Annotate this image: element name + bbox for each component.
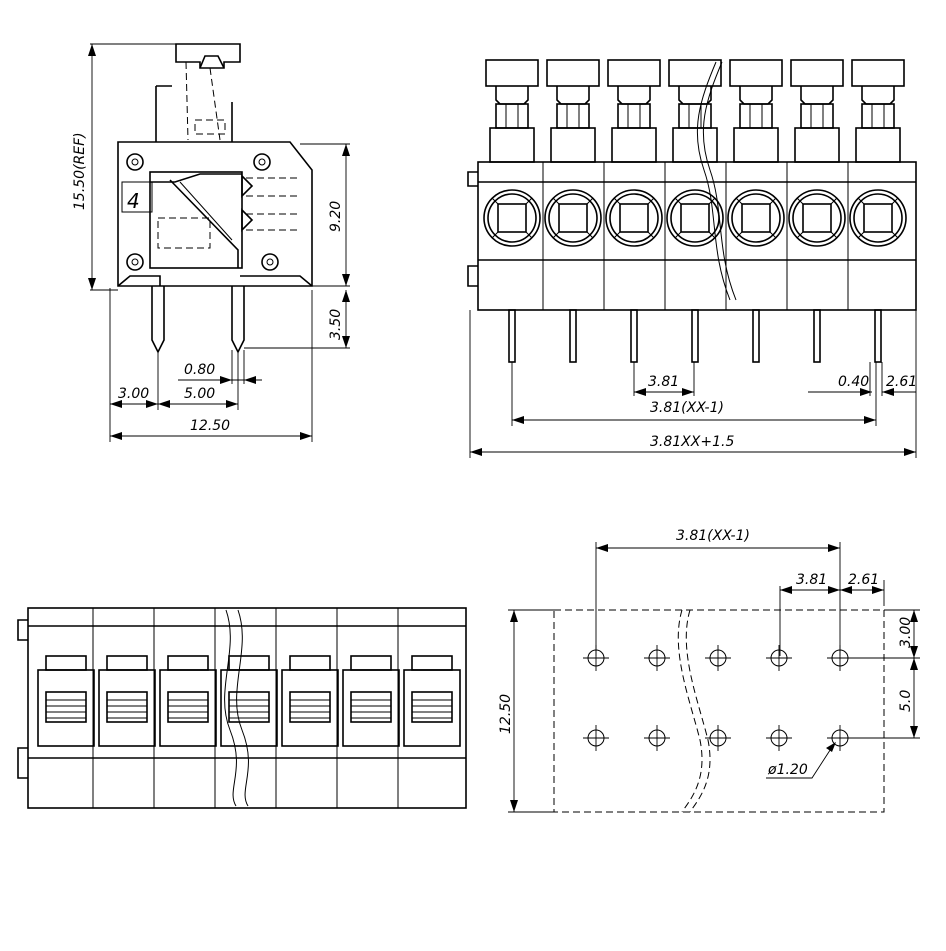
front-terminal-unit	[542, 59, 602, 363]
pcb-hole	[765, 644, 793, 672]
front-dim-pitch: 3.81	[648, 374, 679, 390]
top-terminal-unit	[37, 655, 95, 747]
pcb-layout: 3.81(XX-1) 3.81 2.61 3.00 5.0 12.50 ø1.2…	[498, 528, 920, 813]
pcb-hole	[582, 724, 610, 752]
front-terminal-unit	[725, 59, 785, 363]
pcb-hole	[704, 644, 732, 672]
dim-height-ref: 15.50(REF)	[72, 132, 88, 210]
dim-offset: 3.00	[118, 386, 149, 402]
top-terminal-unit	[336, 608, 400, 808]
pcb-dim-row-pitch: 5.0	[898, 690, 914, 712]
pcb-hole	[643, 724, 671, 752]
pcb-dim-top-offset: 3.00	[898, 617, 914, 648]
dim-pin-length: 3.50	[328, 309, 344, 340]
dim-total-width: 12.50	[190, 418, 230, 434]
top-terminal-unit	[153, 608, 217, 808]
pcb-dim-edge: 2.61	[848, 572, 879, 588]
front-terminal-unit	[664, 59, 724, 363]
pcb-dim-hole: ø1.20	[767, 762, 808, 778]
front-dim-span: 3.81(XX-1)	[650, 400, 724, 416]
dim-body-height: 9.20	[328, 201, 344, 232]
front-terminal-unit	[786, 59, 846, 363]
pcb-dim-span: 3.81(XX-1)	[676, 528, 750, 544]
front-dim-edge: 2.61	[886, 374, 917, 390]
side-view: 4 15.50(REF) 9.20 3.50 0.80 3.00	[72, 43, 350, 442]
pcb-hole	[704, 724, 732, 752]
front-dim-total-length: 3.81XX+1.5	[650, 434, 734, 450]
top-terminal-unit	[214, 608, 278, 808]
front-terminal-unit	[603, 59, 663, 363]
dim-pin-width: 0.80	[184, 362, 215, 378]
front-view: 3.81 3.81(XX-1) 0.40 2.61 3.81XX+1.5	[467, 59, 917, 458]
front-dim-pin-thickness: 0.40	[838, 374, 869, 390]
top-terminal-unit	[275, 608, 339, 808]
front-terminal-unit	[483, 59, 541, 363]
pcb-dim-pitch: 3.81	[796, 572, 827, 588]
dim-pitch-rows: 5.00	[184, 386, 215, 402]
top-terminal-unit	[397, 608, 461, 808]
pcb-hole	[643, 644, 671, 672]
top-terminal-unit	[92, 608, 156, 808]
pcb-hole	[765, 724, 793, 752]
pin-number-mark: 4	[127, 189, 140, 213]
front-terminal-unit	[847, 59, 907, 363]
top-view	[17, 607, 467, 809]
pcb-dim-width: 12.50	[498, 694, 514, 734]
